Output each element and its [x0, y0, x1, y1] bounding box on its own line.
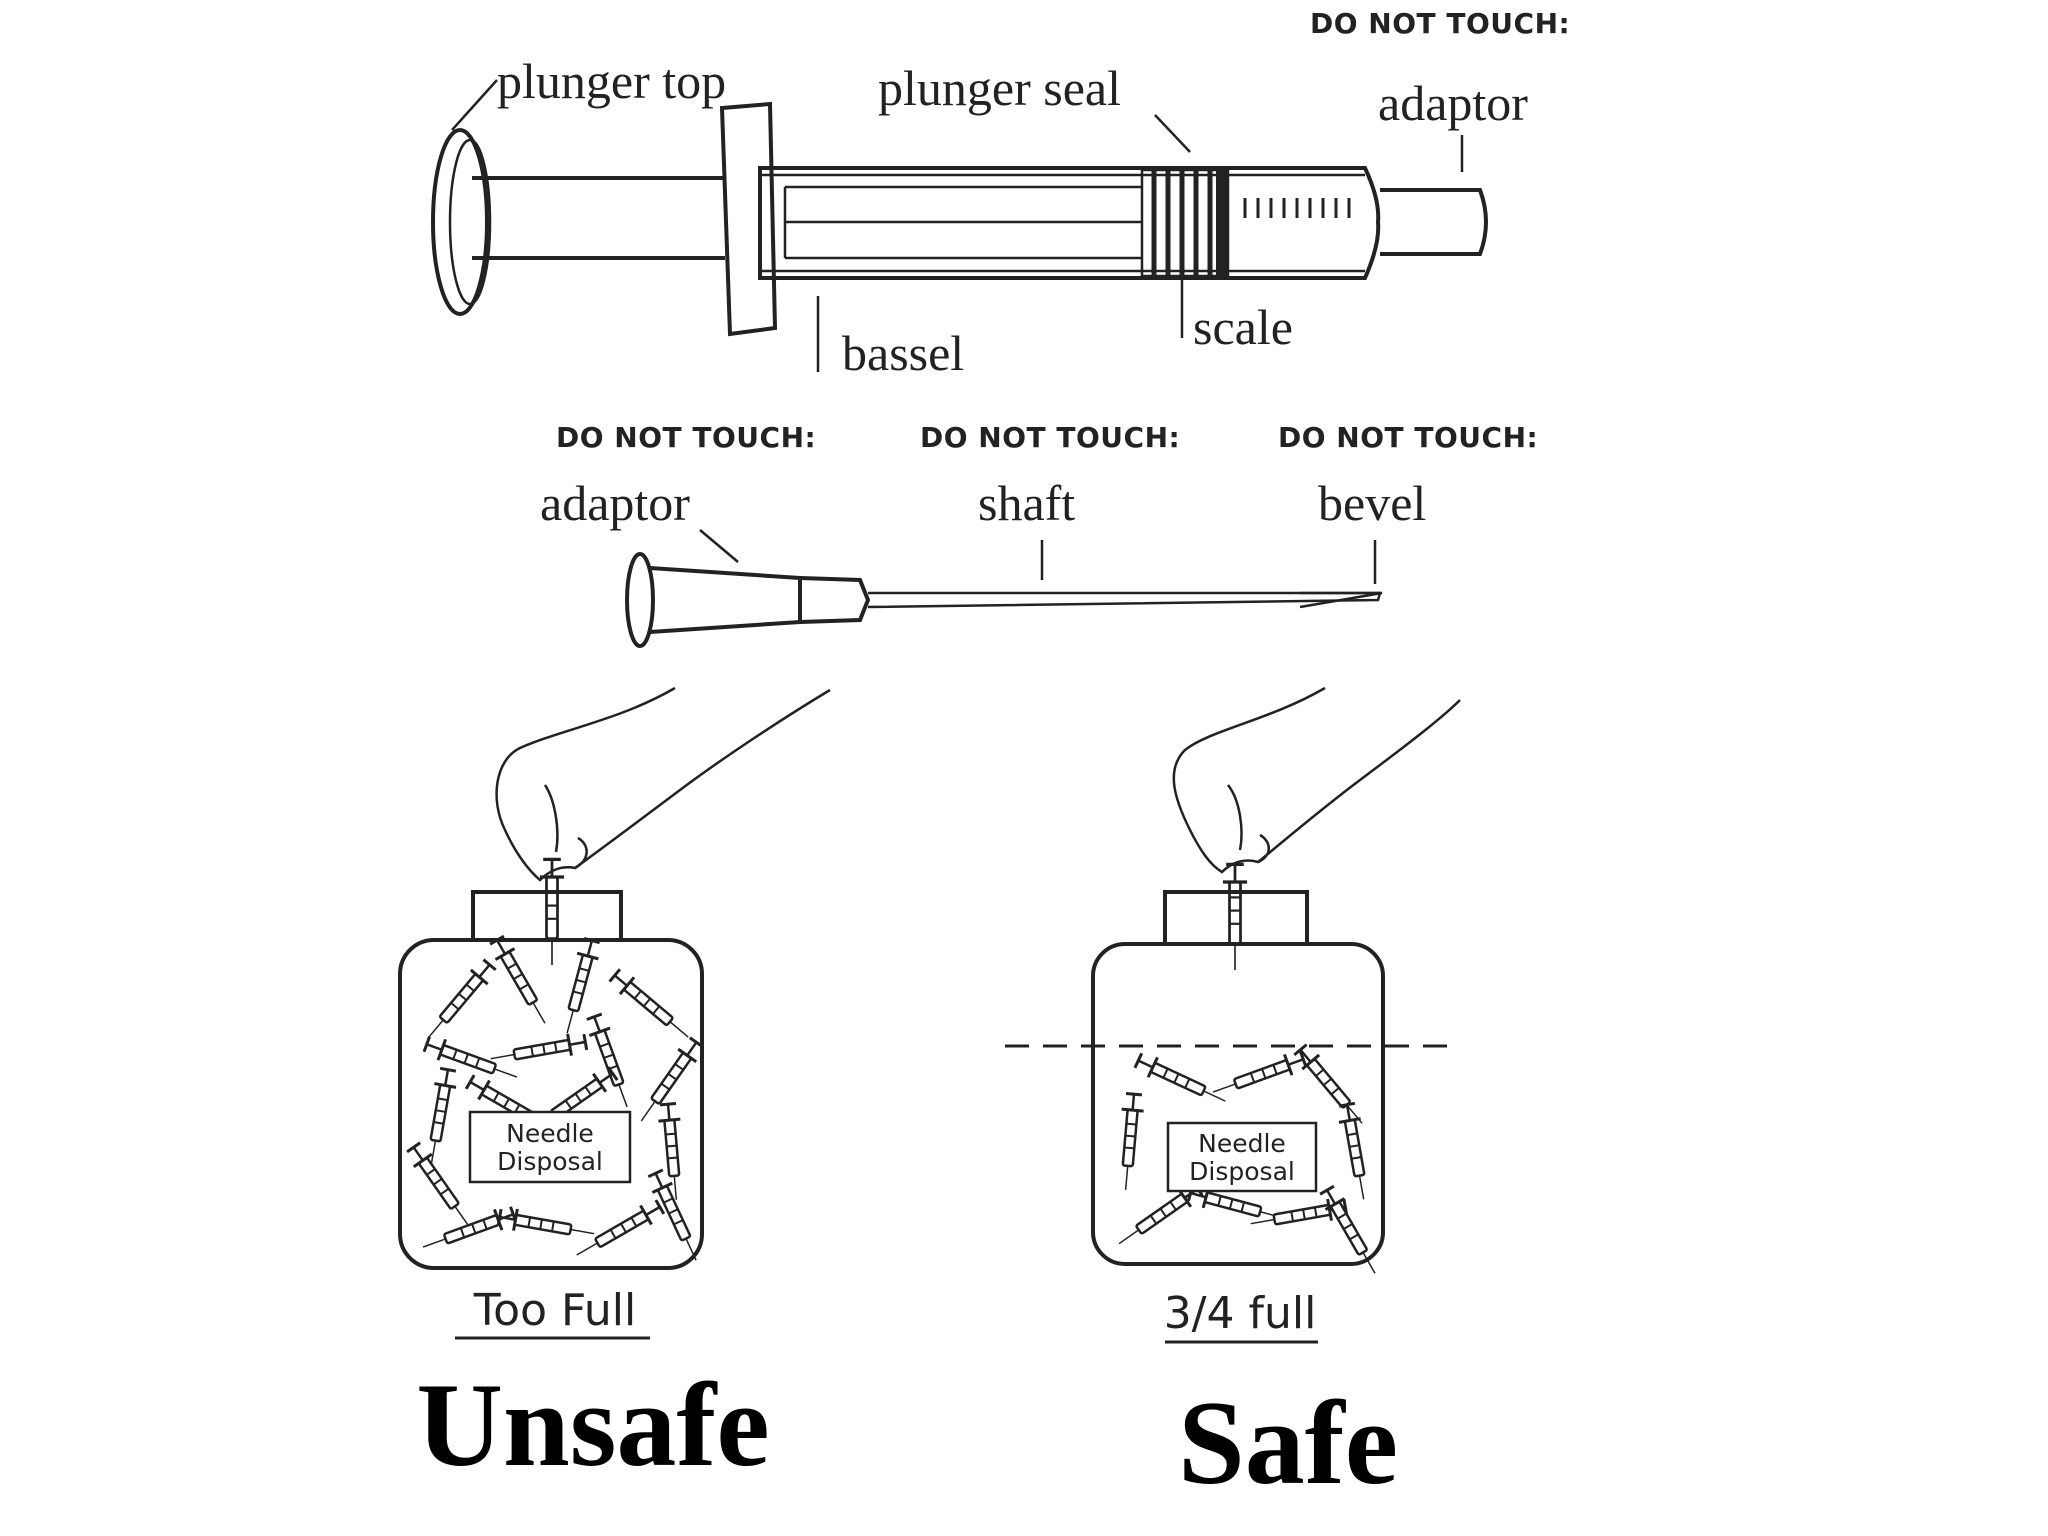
syringe-drawing: [431, 101, 1488, 337]
label-needle-adaptor: adaptor: [540, 475, 690, 531]
container-three-quarter-full: Needle Disposal: [1005, 686, 1461, 1281]
needle-bevel: [1299, 591, 1383, 609]
label-plunger-top: plunger top: [497, 53, 726, 109]
warning-label-syringe-adaptor: DO NOT TOUCH:: [1310, 7, 1570, 40]
label-bevel: bevel: [1318, 475, 1426, 531]
pointer-plunger-top: [451, 79, 498, 131]
hand-left: [495, 686, 831, 882]
label-plunger-seal: plunger seal: [878, 60, 1121, 116]
plunger-top: [431, 128, 489, 316]
container-too-full: Needle Disposal: [398, 686, 831, 1270]
needle-drawing: [625, 552, 1383, 648]
barrel: [758, 166, 1381, 280]
verdict-unsafe: Unsafe: [416, 1358, 769, 1491]
jar-contents-left: [403, 933, 708, 1267]
jar-label-left-line1: Needle: [506, 1119, 594, 1148]
jar-label-right-line2: Disposal: [1189, 1157, 1295, 1186]
jar-body-left: [398, 938, 704, 1270]
needle-shaft: [867, 591, 1382, 609]
pointer-needle-adaptor: [699, 529, 739, 563]
syringe-adaptor: [1380, 188, 1488, 256]
jar-label-left-line2: Disposal: [497, 1147, 603, 1176]
warning-label-needle-adaptor: DO NOT TOUCH:: [556, 421, 816, 454]
warning-label-bevel: DO NOT TOUCH:: [1278, 421, 1538, 454]
plunger-seal: [1140, 168, 1230, 278]
warning-label-shaft: DO NOT TOUCH:: [920, 421, 1180, 454]
pointer-plunger-seal: [1154, 114, 1191, 153]
finger-flange: [719, 101, 778, 337]
label-shaft: shaft: [978, 475, 1075, 531]
label-syringe-adaptor: adaptor: [1378, 75, 1528, 131]
jar-label-left: [468, 1110, 632, 1184]
label-scale: scale: [1193, 299, 1293, 355]
scale-ticks: [1243, 198, 1351, 218]
caption-three-quarter-full: 3/4 full: [1164, 1288, 1317, 1339]
hand-right: [1172, 686, 1461, 874]
jar-label-right-line1: Needle: [1198, 1129, 1286, 1158]
verdict-safe: Safe: [1178, 1376, 1398, 1509]
caption-too-full: Too Full: [473, 1285, 636, 1336]
jar-body-right: [1091, 942, 1385, 1266]
needle-adaptor-hub: [649, 566, 802, 634]
jar-label-right: [1166, 1121, 1318, 1193]
needle-hub-flange: [625, 552, 655, 648]
label-bassel: bassel: [842, 325, 964, 381]
